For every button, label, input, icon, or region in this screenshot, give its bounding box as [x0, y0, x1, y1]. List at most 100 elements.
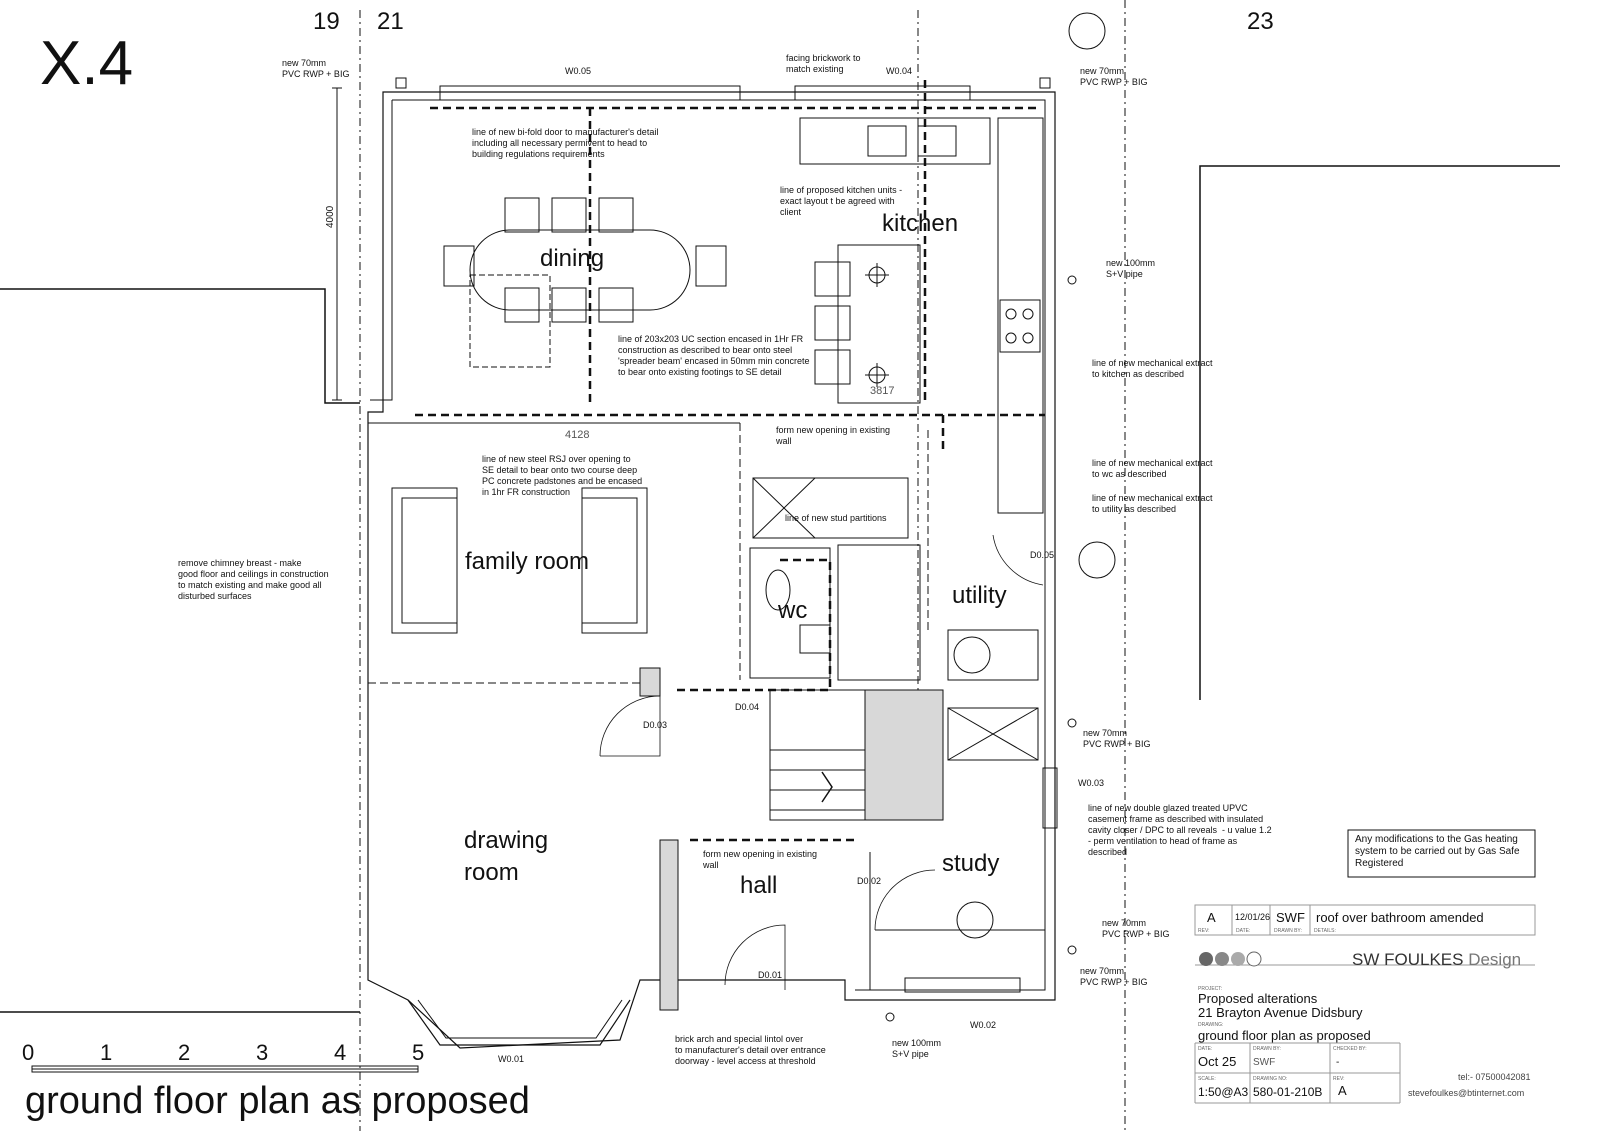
note-kitchen-units: line of proposed kitchen units - exact l… — [780, 185, 903, 217]
scale-label: SCALE: — [1198, 1076, 1216, 1082]
note-stud-partitions: line of new stud partitions — [785, 513, 887, 523]
gas-notice-box — [1347, 829, 1536, 878]
checked-value: - — [1336, 1057, 1340, 1068]
note-brick-arch: brick arch and special lintol over to ma… — [675, 1034, 826, 1066]
company-name-bold: SW FOULKES — [1352, 950, 1464, 969]
company-name-light: Design — [1463, 950, 1522, 969]
scale-tick-4: 4 — [334, 1040, 347, 1065]
door-label-d004: D0.04 — [735, 702, 760, 712]
note-extract-wc: line of new mechanical extract to wc as … — [1092, 458, 1213, 479]
revision-drawn-by: SWF — [1276, 910, 1305, 925]
room-label-drawing-room: drawing room — [464, 827, 549, 886]
checked-label: CHECKED BY: — [1333, 1046, 1367, 1052]
neighbour-23-outline — [1199, 165, 1560, 700]
contact-email: stevefoulkes@btinternet.com — [1408, 1088, 1525, 1098]
note-form-opening-hall: form new opening in existing wall — [703, 849, 818, 870]
tree-mid — [1078, 541, 1116, 579]
revision-details: roof over bathroom amended — [1316, 910, 1484, 925]
drawing-no-label: DRAWING NO: — [1253, 1076, 1288, 1082]
door-label-d002: D0.02 — [857, 876, 882, 886]
scale-tick-0: 0 — [22, 1040, 35, 1065]
scale-tick-3: 3 — [256, 1040, 269, 1065]
drawn-label: DRAWN BY: — [1253, 1046, 1281, 1052]
scale-tick-5: 5 — [412, 1040, 425, 1065]
window-w004 — [794, 85, 971, 101]
drawing-title: ground floor plan as proposed — [25, 1080, 530, 1122]
rwp-marker — [395, 77, 407, 89]
note-rwp-top-left: new 70mm PVC RWP + BIG — [282, 58, 350, 79]
tree-top — [1068, 12, 1106, 50]
revision-letter: A — [1207, 910, 1216, 925]
revision-details-label: DETAILS: — [1314, 928, 1336, 934]
room-label-utility: utility — [952, 582, 1007, 609]
grid-label-21: 21 — [377, 8, 404, 35]
kitchen-worktop-top — [799, 117, 991, 165]
window-w002 — [904, 977, 1021, 993]
room-label-kitchen: kitchen — [882, 210, 959, 237]
window-label-w001: W0.01 — [498, 1054, 525, 1064]
note-chimney: remove chimney breast - make good floor … — [178, 558, 329, 601]
revision-table — [1194, 904, 1536, 936]
project-label: PROJECT: — [1198, 986, 1223, 992]
scale-tick-1: 1 — [100, 1040, 113, 1065]
note-facing-brickwork: facing brickwork to match existing — [786, 53, 861, 74]
window-label-w002: W0.02 — [970, 1020, 997, 1030]
room-label-hall: hall — [740, 872, 778, 899]
hob — [999, 299, 1041, 353]
note-rwp-top-right: new 70mm PVC RWP + BIG — [1080, 66, 1148, 87]
rev-value: A — [1338, 1083, 1347, 1098]
wc-units — [837, 544, 921, 681]
grid-label-19: 19 — [313, 8, 340, 35]
outer-wall — [367, 91, 1056, 1049]
wc-cupboard — [752, 477, 909, 539]
new-steel-lines — [415, 80, 1045, 842]
revision-date-label: DATE: — [1236, 928, 1251, 934]
dimension-4000: 4000 — [325, 205, 336, 228]
note-gas-safe: Any modifications to the Gas heating sys… — [1355, 834, 1520, 869]
note-extract-kitchen: line of new mechanical extract to kitche… — [1092, 358, 1213, 379]
drawn-value: SWF — [1253, 1057, 1276, 1068]
window-w003 — [1042, 767, 1058, 829]
bay-window-w001 — [407, 999, 631, 1046]
date-label: DATE: — [1198, 1046, 1213, 1052]
window-label-w004: W0.04 — [886, 66, 913, 76]
scale-tick-2: 2 — [178, 1040, 191, 1065]
note-sv-pipe-top: new 100mm S+V pipe — [1106, 258, 1156, 279]
window-label-w003: W0.03 — [1078, 778, 1105, 788]
note-uc-section: line of 203x203 UC section encased in 1H… — [618, 334, 810, 377]
study-chair — [956, 901, 994, 939]
study-cupboard — [947, 707, 1039, 761]
note-rsj: line of new steel RSJ over opening to SE… — [482, 454, 643, 497]
window-w005 — [439, 85, 741, 101]
drawing-no-value: 580-01-210B — [1253, 1085, 1323, 1099]
dimension-3817: 3817 — [870, 385, 895, 397]
kitchen-island — [837, 244, 921, 404]
dining-table — [469, 229, 691, 311]
revision-drawn-label: DRAWN BY: — [1274, 928, 1302, 934]
drawing-name: ground floor plan as proposed — [1198, 1028, 1371, 1043]
note-rwp-right-low1: new 70mm PVC RWP + BIG — [1102, 918, 1170, 939]
grid-label-23: 23 — [1247, 8, 1274, 35]
utility-appliances — [947, 629, 1039, 681]
dimension-4128: 4128 — [565, 429, 590, 441]
room-label-dining: dining — [540, 245, 605, 272]
note-rwp-right-low2: new 70mm PVC RWP + BIG — [1080, 966, 1148, 987]
note-bifold-door: line of new bi-fold door to manufacturer… — [472, 127, 659, 159]
sheet-id: X.4 — [40, 29, 134, 98]
note-form-opening-top: form new opening in existing wall — [776, 425, 891, 446]
note-casement: line of new double glazed treated UPVC c… — [1088, 803, 1272, 857]
room-label-wc: wc — [778, 597, 808, 624]
door-label-d001: D0.01 — [758, 970, 783, 980]
rev-label: REV: — [1333, 1076, 1345, 1082]
door-label-d005: D0.05 — [1030, 550, 1055, 560]
room-label-study: study — [942, 850, 1000, 877]
wc-pan — [765, 569, 791, 611]
drawing-label: DRAWING: — [1198, 1022, 1224, 1028]
wc-room — [749, 547, 831, 679]
scale-value: 1:50@A3 — [1198, 1085, 1249, 1099]
note-extract-utility: line of new mechanical extract to utilit… — [1092, 493, 1213, 514]
project-name: Proposed alterations 21 Brayton Avenue D… — [1198, 991, 1363, 1020]
revision-date: 12/01/26 — [1235, 912, 1271, 922]
neighbour-19-outline — [0, 288, 360, 404]
